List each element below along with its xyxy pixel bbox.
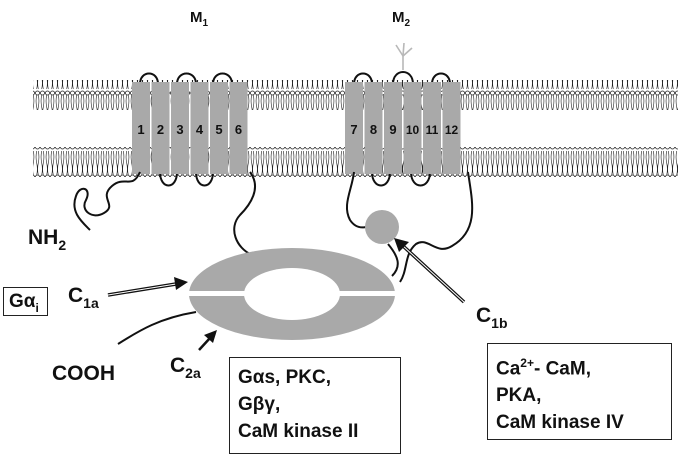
gai-box: Gαi — [3, 287, 48, 316]
cooh-label: COOH — [52, 362, 115, 385]
c1b-regulators-box: Ca2+- CaM, PKA, CaM kinase IV — [487, 343, 672, 440]
m2-label: M2 — [392, 9, 411, 29]
m2-extracellular-loops — [353, 71, 451, 85]
c1a-arrow — [107, 277, 188, 297]
helix-label-1: 1 — [137, 122, 144, 137]
helix-label-6: 6 — [235, 122, 242, 137]
helix-10 — [403, 82, 422, 174]
helix-label-4: 4 — [196, 122, 204, 137]
helix-label-3: 3 — [176, 122, 183, 137]
cooh-tail — [117, 311, 197, 345]
c2a-regulators-line2: Gβγ, — [238, 394, 281, 415]
c2a-regulators-line3: CaM kinase II — [238, 421, 359, 442]
c2a-arrow — [198, 330, 217, 351]
helix-1 — [132, 82, 150, 174]
helix-4 — [190, 82, 209, 174]
helix-6 — [229, 82, 248, 174]
m1-intracellular-loops — [159, 171, 214, 187]
helix-label-7: 7 — [350, 122, 357, 137]
m1-label: M1 — [190, 9, 209, 29]
m1-to-c1a-linker — [233, 171, 256, 256]
catalytic-domain — [185, 248, 400, 340]
c1a-label: C1a — [68, 284, 99, 311]
m2-intracellular-loops — [371, 171, 431, 187]
glycosylation-icon — [395, 42, 413, 70]
c1b-label: C1b — [476, 304, 508, 331]
nh2-label: NH2 — [28, 226, 66, 253]
helix-11 — [423, 82, 441, 174]
helix-label-12: 12 — [445, 123, 459, 137]
c1b-arrow — [394, 238, 466, 304]
helix-label-11: 11 — [426, 123, 439, 137]
helix-5 — [210, 82, 228, 174]
helix-12 — [442, 82, 461, 174]
nh2-tail — [73, 171, 141, 231]
c2a-label: C2a — [170, 354, 201, 381]
helix-8 — [364, 82, 383, 174]
helix-3 — [171, 82, 189, 174]
c1b-linker — [387, 243, 399, 277]
gai-main: Gα — [9, 291, 36, 312]
helix-label-5: 5 — [215, 122, 222, 137]
c1b-subdomain — [365, 210, 399, 244]
helix-2 — [151, 82, 170, 174]
helix-label-9: 9 — [389, 122, 396, 137]
c1b-regulators-line1: Ca2+- CaM, — [496, 356, 591, 380]
m1-extracellular-loops — [139, 72, 233, 85]
c2a-regulators-box: Gαs, PKC, Gβγ, CaM kinase II — [229, 357, 401, 454]
c1b-regulators-line2: PKA, — [496, 385, 542, 407]
m2-to-c2-linker — [399, 171, 474, 283]
helix-label-10: 10 — [406, 123, 420, 137]
c1b-regulators-line3: CaM kinase IV — [496, 412, 624, 434]
gai-sub: i — [35, 300, 39, 315]
helix-label-8: 8 — [370, 122, 377, 137]
helix-label-2: 2 — [157, 122, 164, 137]
helix-7 — [345, 82, 363, 174]
c2a-regulators-line1: Gαs, PKC, — [238, 367, 331, 388]
helix-9 — [384, 82, 402, 174]
